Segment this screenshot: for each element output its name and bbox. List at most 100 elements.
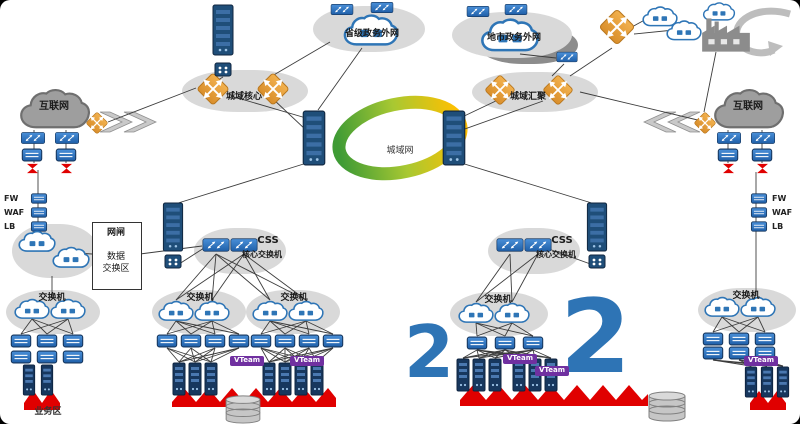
metro-agg-label: 城域汇聚 <box>509 92 546 102</box>
access-switch-icon <box>728 332 750 346</box>
server-icon <box>776 366 790 398</box>
internet-right-firewall-1-icon <box>716 148 740 162</box>
red-link-icon <box>722 163 735 174</box>
internet-left-firewall-1-icon <box>20 148 44 162</box>
internet-left-label: 互联网 <box>39 101 69 112</box>
css-right-switch-1-icon <box>496 236 524 254</box>
group3-cloud-2-icon <box>288 300 324 323</box>
provincial-cloud-label: 省级政务外网 <box>344 29 399 39</box>
css-left-title: CSS <box>257 235 279 246</box>
internet-left-switch-2-icon <box>54 130 80 146</box>
access-switch-icon <box>156 334 178 348</box>
vteam-chip: VTeam <box>503 354 538 364</box>
red-link-icon <box>26 163 39 174</box>
switch-group-5-label: 交换机 <box>732 291 760 301</box>
internet-right-label: 互联网 <box>733 101 763 112</box>
city-switch-1-icon <box>466 4 490 19</box>
provincial-switch-2-icon <box>370 0 394 15</box>
access-switch-icon <box>702 346 724 360</box>
switch-group-2-label: 交换机 <box>186 293 214 303</box>
mid-left-chassis-icon <box>162 202 184 252</box>
security-left-fw-label: FW <box>4 194 19 203</box>
access-switch-icon <box>204 334 226 348</box>
exchange-cloud-1-icon <box>18 230 56 254</box>
city-cloud-label: 地市政务外网 <box>486 33 541 43</box>
access-switch-icon <box>250 334 272 348</box>
access-switch-icon <box>10 334 32 348</box>
top-gateway-device-icon <box>214 62 232 77</box>
switch-group-4-label: 交换机 <box>484 295 512 305</box>
vteam-chip: VTeam <box>230 356 265 366</box>
metro-core-label: 城域核心 <box>225 92 262 102</box>
database-stack-icon <box>220 394 266 424</box>
step-marker-1: 2 <box>404 310 455 394</box>
server-icon <box>172 362 186 396</box>
server-icon <box>294 362 308 396</box>
gateway-label: 网闸 <box>106 228 125 238</box>
server-icon <box>204 362 218 396</box>
access-switch-icon <box>62 350 84 364</box>
access-switch-icon <box>36 350 58 364</box>
group4-cloud-2-icon <box>494 302 530 325</box>
ring-right-chassis-icon <box>442 110 466 166</box>
security-left-lb-label: LB <box>4 222 16 231</box>
mid-right-gateway-device-icon <box>588 254 606 269</box>
server-icon <box>760 366 774 398</box>
ring-label: 城域网 <box>386 146 414 156</box>
access-switch-icon <box>754 332 776 346</box>
server-icon <box>188 362 202 396</box>
css-right-title: CSS <box>551 235 573 246</box>
internet-left-firewall-2-icon <box>54 148 78 162</box>
connector-lines <box>20 15 784 367</box>
internet-left-switch-1-icon <box>20 130 46 146</box>
database-stack-icon <box>644 390 690 422</box>
red-link-icon <box>60 163 73 174</box>
access-switch-icon <box>36 334 58 348</box>
access-switch-icon <box>10 350 32 364</box>
mid-left-gateway-device-icon <box>164 254 182 269</box>
red-link-icon <box>756 163 769 174</box>
internet-right-switch-1-icon <box>716 130 742 146</box>
top-router-icon <box>596 6 638 48</box>
server-icon <box>40 364 54 396</box>
top-chassis-icon <box>212 2 234 58</box>
server-icon <box>278 362 292 396</box>
internet-right-firewall-2-icon <box>750 148 774 162</box>
group4-cloud-1-icon <box>458 302 494 325</box>
security-right-waf-label: WAF <box>772 208 793 217</box>
city-switch-2-icon <box>504 2 528 17</box>
metro-agg-router-2-icon <box>540 72 576 108</box>
access-switch-icon <box>702 332 724 346</box>
security-right-lb-icon <box>750 221 768 232</box>
server-icon <box>472 358 486 392</box>
access-switch-icon <box>322 334 344 348</box>
security-left-waf-icon <box>30 207 48 218</box>
security-right-fw-label: FW <box>772 194 787 203</box>
gray-arrow-right <box>643 111 701 133</box>
exchange-cloud-2-icon <box>52 246 90 270</box>
vteam-chip: VTeam <box>535 366 570 376</box>
server-icon <box>488 358 502 392</box>
switch-group-3-label: 交换机 <box>280 293 308 303</box>
server-icon <box>262 362 276 396</box>
mid-right-chassis-icon <box>586 202 608 252</box>
gray-arrow-left <box>99 111 157 133</box>
security-right-waf-icon <box>750 207 768 218</box>
css-left-subtitle: 核心交换机 <box>242 250 282 259</box>
vteam-chip: VTeam <box>290 356 325 366</box>
server-icon <box>310 362 324 396</box>
city-link-switch-icon <box>556 50 578 64</box>
group2-cloud-2-icon <box>194 300 230 323</box>
access-switch-icon <box>522 336 544 350</box>
access-switch-icon <box>466 336 488 350</box>
exchange-zone-line2: 交换区 <box>102 264 130 274</box>
top-right-cloud-2-icon <box>666 20 702 42</box>
access-switch-icon <box>274 334 296 348</box>
exchange-zone-line1: 数据 <box>106 252 125 262</box>
access-switch-icon <box>494 336 516 350</box>
access-switch-icon <box>298 334 320 348</box>
bottom-left-zone-label: 业务区 <box>34 407 62 417</box>
metro-agg-router-1-icon <box>482 72 518 108</box>
access-switch-icon <box>228 334 250 348</box>
